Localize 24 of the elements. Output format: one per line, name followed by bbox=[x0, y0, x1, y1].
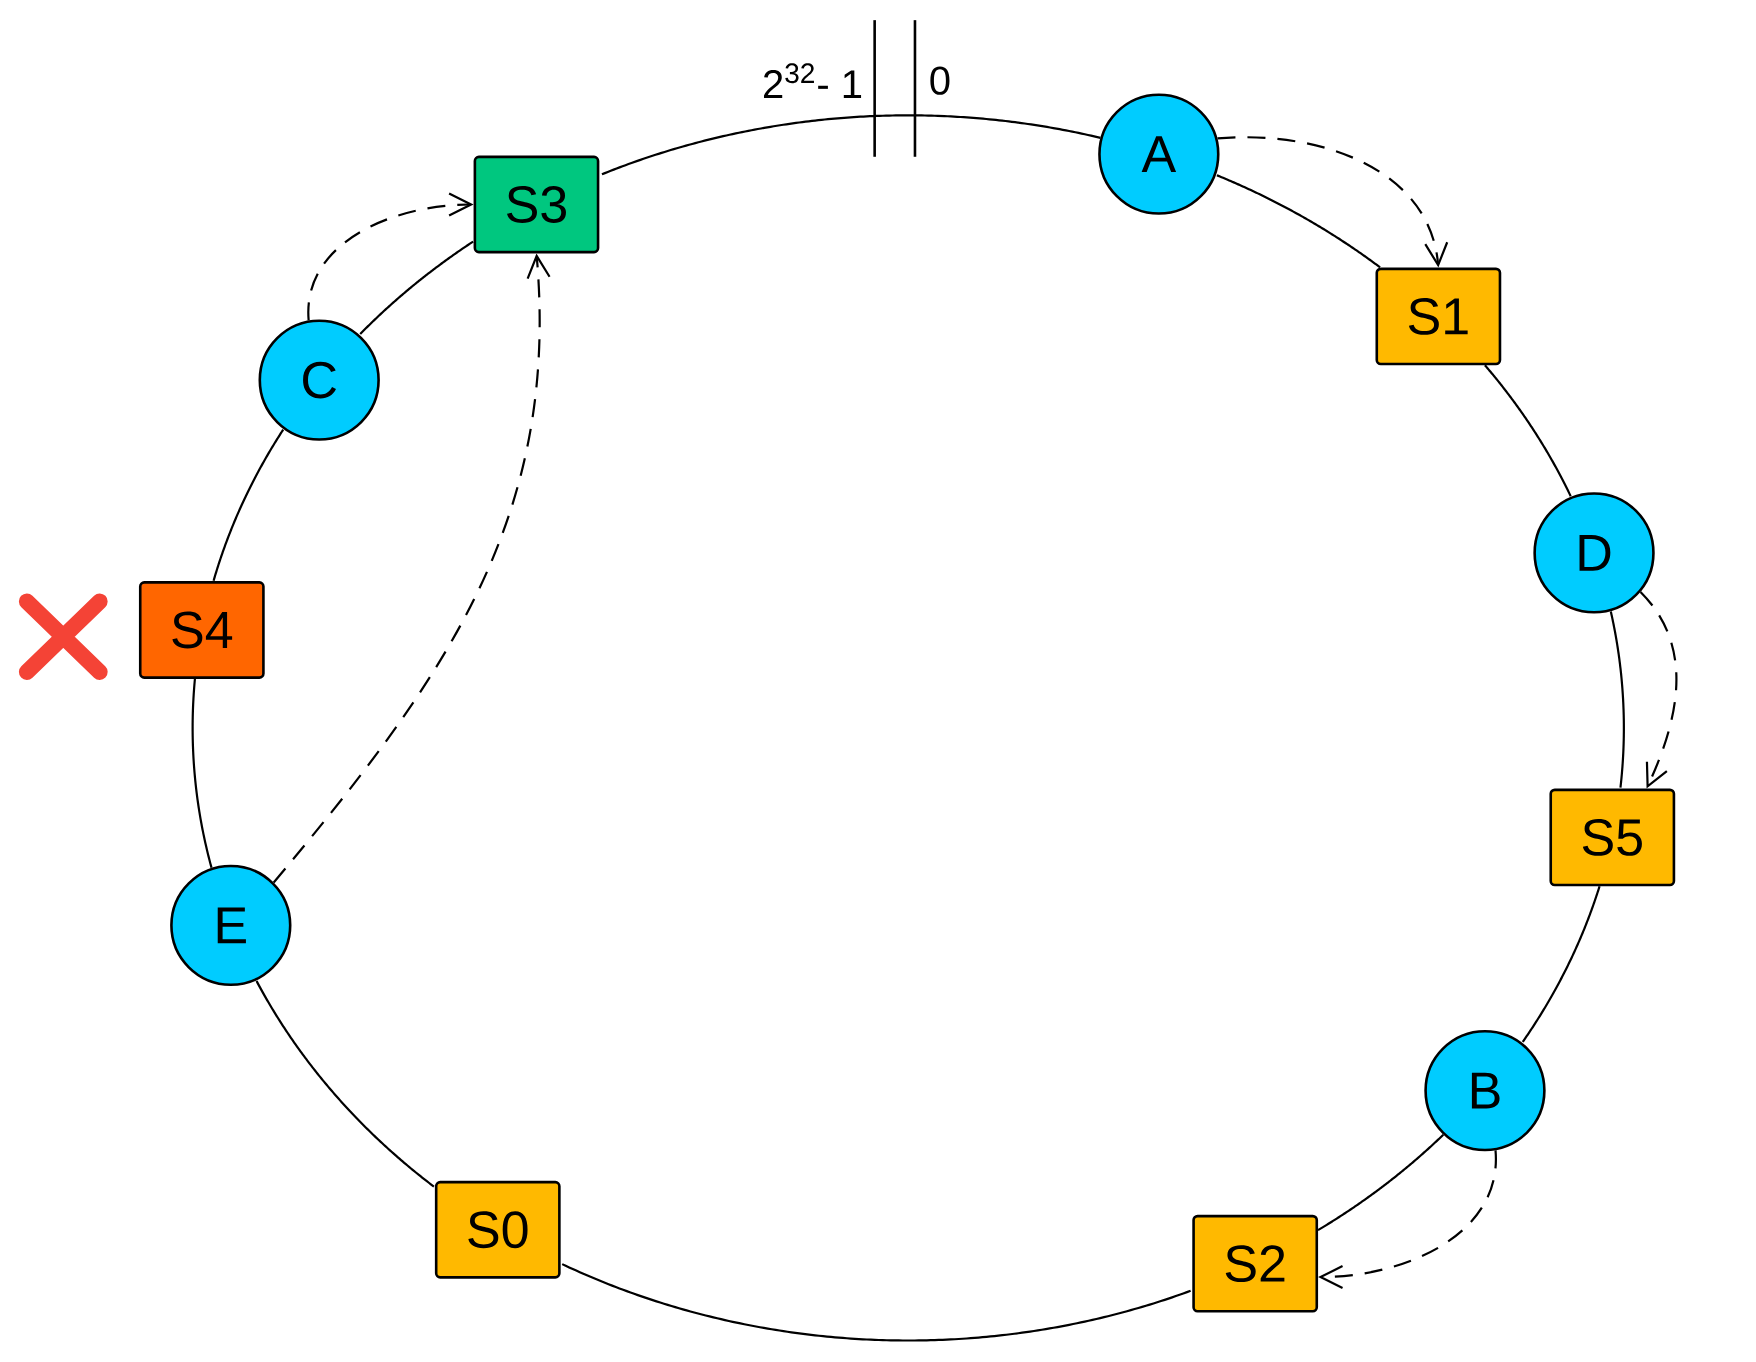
dashed-arrow bbox=[1318, 1150, 1497, 1290]
ring-arc bbox=[1521, 886, 1601, 1043]
range-label: 0 bbox=[930, 66, 950, 95]
ring-arc bbox=[212, 429, 285, 582]
server-box: S5 bbox=[1549, 788, 1676, 887]
ring-arc bbox=[255, 980, 435, 1188]
dashed-arrow bbox=[1217, 136, 1449, 268]
dashed-arrow bbox=[272, 253, 551, 884]
server-box: S1 bbox=[1375, 267, 1502, 366]
ring-arc bbox=[1317, 1134, 1445, 1232]
ring-arc bbox=[1609, 611, 1625, 788]
ring-arc bbox=[1484, 364, 1572, 497]
ring-arc bbox=[191, 679, 213, 869]
ring-arc bbox=[561, 1263, 1191, 1342]
ring-arc bbox=[359, 240, 474, 335]
range-label: 2$^{32}$- 1 bbox=[764, 63, 862, 99]
server-box: S4 bbox=[138, 581, 265, 679]
server-box: S2 bbox=[1192, 1214, 1319, 1313]
server-box: S0 bbox=[434, 1180, 561, 1279]
server-box: S3 bbox=[473, 155, 600, 254]
ring-arc bbox=[1216, 174, 1381, 269]
dashed-arrow bbox=[1639, 591, 1678, 789]
ring-arc bbox=[601, 114, 1101, 176]
dashed-arrow bbox=[307, 192, 474, 321]
